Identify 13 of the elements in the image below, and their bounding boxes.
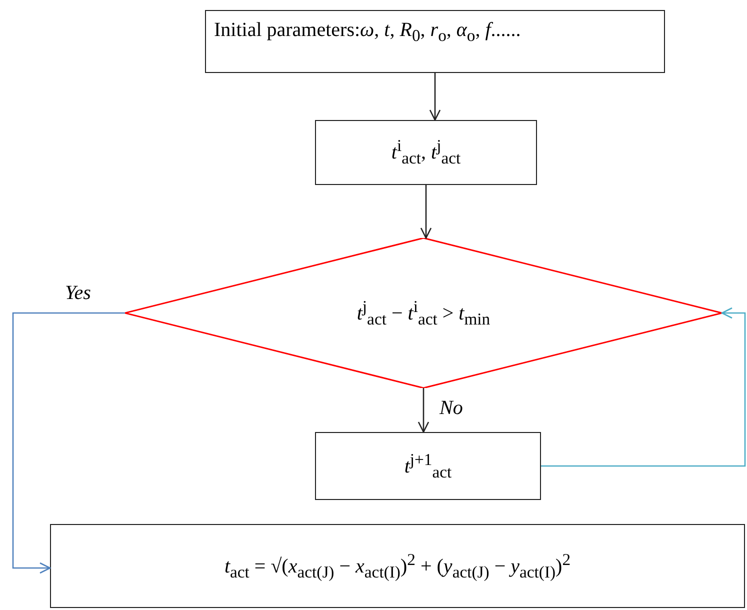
process-box [315, 120, 537, 185]
decision-diamond [125, 238, 722, 388]
node-text: t$^{j}$$_{act}$ − t$^{i}$$_{act}$ > t$_{min}$ [356, 296, 490, 330]
process-box [315, 432, 541, 500]
formula-text: t$_{act}$ = √(x$_{act(J)}$ − x$_{act(I)}$)$^{2}$ + (y$_{act(J)}$ − y$_{act(I)}$)$^{2}$ [224, 550, 571, 582]
arrow [420, 185, 432, 239]
arrow [429, 73, 441, 121]
arrow [12, 312, 125, 574]
node-text: Initial parameters:ω, t, R$_{0}$, r$_{o}$, α$_{o}$, f...... [214, 19, 521, 46]
arrow [541, 307, 746, 467]
arrow [418, 388, 430, 433]
process-box [205, 10, 665, 73]
formula-box [50, 524, 745, 608]
